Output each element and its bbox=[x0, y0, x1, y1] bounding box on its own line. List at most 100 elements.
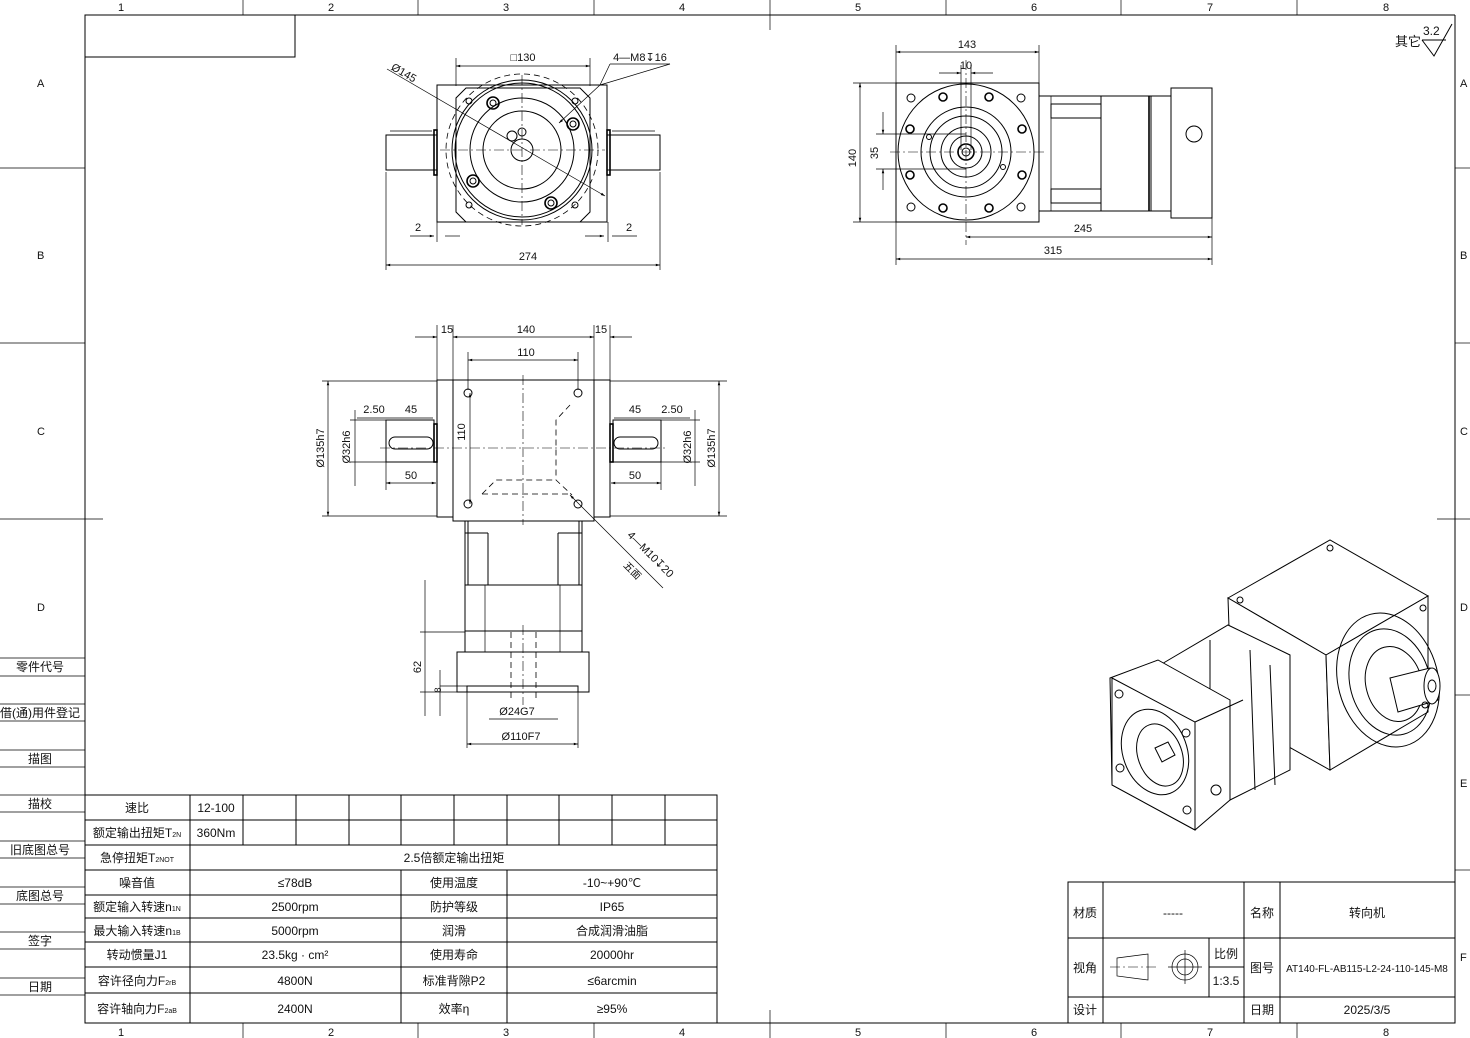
zone-col-7-bottom: 7 bbox=[1207, 1027, 1213, 1038]
zone-col-2: 2 bbox=[328, 2, 334, 14]
zone-col-3: 3 bbox=[503, 2, 509, 14]
panel-master-no: 底图总号 bbox=[16, 888, 64, 903]
panel-part-code: 零件代号 bbox=[16, 660, 64, 674]
zone-col-3-bottom: 3 bbox=[503, 1027, 509, 1038]
dim-holes-v-110: 110 bbox=[456, 423, 468, 441]
panel-tracing: 描图 bbox=[28, 752, 52, 766]
zone-col-8: 8 bbox=[1383, 2, 1389, 14]
side-view: 143 10 140 35 245 315 bbox=[847, 39, 1213, 265]
zone-col-7: 7 bbox=[1207, 2, 1213, 14]
spec-row-value2: ≥95% bbox=[597, 1002, 628, 1016]
spec-row: 最大输入转速n1B 5000rpm 润滑 合成润滑油脂 bbox=[93, 923, 648, 938]
zone-col-1: 1 bbox=[118, 2, 124, 14]
spec-table: 速比 12-100 额定输出扭矩T2N 360Nm 急停扭矩T2NOT 2.5倍… bbox=[84, 794, 718, 1024]
material-label: 材质 bbox=[1073, 906, 1097, 920]
dim-pilot-right: Ø135h7 bbox=[706, 428, 718, 467]
title-block: 材质 ----- 名称 转向机 视角 比例 1:3.5 图号 AT140-FL-… bbox=[1067, 881, 1456, 1024]
dim-key-len-left: 45 bbox=[405, 404, 417, 416]
spec-row-label: 容许径向力F2rB bbox=[98, 973, 177, 988]
surface-finish-label: 其它 bbox=[1395, 34, 1421, 49]
zone-row-e-right: E bbox=[1460, 778, 1467, 790]
dim-flange-right-15: 15 bbox=[595, 324, 607, 336]
top-view: □130 4—M8↧16 Ø145 2 2 274 bbox=[385, 52, 671, 270]
dim-shaft-len-left: 50 bbox=[405, 470, 417, 482]
zone-row-b: B bbox=[37, 250, 44, 262]
dim-pilot-left: Ø135h7 bbox=[315, 428, 327, 467]
dim-gap-right: 2 bbox=[626, 222, 632, 234]
isometric-view bbox=[1109, 539, 1441, 831]
zone-col-5: 5 bbox=[855, 2, 861, 14]
spec-row-label: 容许轴向力F2aB bbox=[97, 1001, 177, 1016]
view-angle-label: 视角 bbox=[1073, 960, 1097, 975]
spec-row-value: 2400N bbox=[277, 1002, 312, 1016]
dim-motor-245: 245 bbox=[1074, 223, 1092, 235]
dim-shaft-len-right: 50 bbox=[629, 470, 641, 482]
spec-torque-value: 360Nm bbox=[197, 826, 236, 840]
spec-estop-label: 急停扭矩T2NOT bbox=[100, 850, 175, 865]
panel-date: 日期 bbox=[28, 980, 52, 994]
panel-old-master-no: 旧底图总号 bbox=[10, 842, 70, 857]
zone-row-c-right: C bbox=[1460, 426, 1468, 438]
zone-row-d: D bbox=[37, 602, 45, 614]
spec-row: 噪音值 ≤78dB 使用温度 -10~+90℃ bbox=[119, 875, 641, 890]
date-value: 2025/3/5 bbox=[1344, 1003, 1391, 1017]
spec-row: 容许径向力F2rB 4800N 标准背隙P2 ≤6arcmin bbox=[98, 973, 637, 988]
spec-row-label2: 润滑 bbox=[442, 924, 466, 938]
zone-row-a-right: A bbox=[1460, 78, 1468, 90]
scale-value: 1:3.5 bbox=[1213, 974, 1240, 988]
spec-row-value2: -10~+90℃ bbox=[583, 876, 641, 890]
spec-row: 额定输入转速n1N 2500rpm 防护等级 IP65 bbox=[93, 899, 624, 914]
dim-square-130: □130 bbox=[511, 52, 536, 64]
panel-signature: 签字 bbox=[28, 933, 52, 948]
dim-pilot-depth-8: 8 bbox=[433, 687, 443, 692]
material-value: ----- bbox=[1163, 906, 1183, 920]
spec-row: 容许轴向力F2aB 2400N 效率η ≥95% bbox=[97, 1001, 628, 1016]
spec-torque-label: 额定输出扭矩T2N bbox=[93, 825, 181, 840]
date-label: 日期 bbox=[1250, 1003, 1274, 1017]
dim-key-off-left: 2.50 bbox=[363, 404, 384, 416]
spec-row-label2: 防护等级 bbox=[430, 899, 478, 914]
spec-row-label: 额定输入转速n1N bbox=[93, 899, 181, 914]
spec-row-value: 23.5kg · cm² bbox=[262, 948, 329, 962]
dim-dia-145: Ø145 bbox=[389, 61, 418, 85]
spec-row-value2: IP65 bbox=[600, 900, 625, 914]
spec-row-label: 转动惯量J1 bbox=[107, 947, 168, 962]
dim-bore-24: Ø24G7 bbox=[499, 706, 534, 718]
projection-symbol-icon bbox=[1110, 950, 1202, 984]
spec-row: 转动惯量J1 23.5kg · cm² 使用寿命 20000hr bbox=[107, 947, 634, 962]
surface-finish-value: 3.2 bbox=[1423, 24, 1440, 38]
zone-col-1-bottom: 1 bbox=[118, 1027, 124, 1038]
name-value: 转向机 bbox=[1349, 905, 1385, 920]
name-label: 名称 bbox=[1250, 905, 1274, 920]
zone-row-b-right: B bbox=[1460, 250, 1467, 262]
spec-row-label2: 使用温度 bbox=[430, 875, 478, 890]
dim-gap-left: 2 bbox=[415, 222, 421, 234]
spec-row-label: 噪音值 bbox=[119, 875, 155, 890]
spec-ratio-label: 速比 bbox=[125, 801, 149, 815]
spec-row-value: ≤78dB bbox=[278, 876, 313, 890]
zone-row-a: A bbox=[37, 78, 45, 90]
spec-row-value: 5000rpm bbox=[271, 924, 318, 938]
dim-holes-h-110: 110 bbox=[517, 347, 535, 359]
panel-checking: 描校 bbox=[28, 796, 52, 811]
spec-row-value: 2500rpm bbox=[271, 900, 318, 914]
spec-row-label2: 效率η bbox=[439, 1001, 470, 1016]
dim-width-143: 143 bbox=[958, 39, 976, 51]
dim-key-off-right: 2.50 bbox=[661, 404, 682, 416]
zone-col-4-bottom: 4 bbox=[679, 1027, 685, 1038]
scale-label: 比例 bbox=[1214, 947, 1238, 961]
dim-flange-left-15: 15 bbox=[441, 324, 453, 336]
drawing-no-value: AT140-FL-AB115-L2-24-110-145-M8 bbox=[1286, 964, 1448, 975]
dim-key-len-right: 45 bbox=[629, 404, 641, 416]
dim-overall-274: 274 bbox=[519, 251, 537, 263]
dim-thread-m8: 4—M8↧16 bbox=[613, 52, 667, 64]
drawing-no-label: 图号 bbox=[1250, 961, 1274, 975]
zone-col-6: 6 bbox=[1031, 2, 1037, 14]
zone-row-d-right: D bbox=[1460, 602, 1468, 614]
spec-row-value2: 合成润滑油脂 bbox=[576, 923, 648, 938]
front-view: 15 140 15 110 110 2.50 45 45 2.50 Ø32h6 … bbox=[315, 324, 727, 748]
left-record-panel: 零件代号 借(通)用件登记 描图 描校 旧底图总号 底图总号 签字 日期 bbox=[0, 657, 85, 996]
spec-row-label2: 使用寿命 bbox=[430, 947, 478, 962]
dim-flange-62: 62 bbox=[412, 661, 424, 673]
